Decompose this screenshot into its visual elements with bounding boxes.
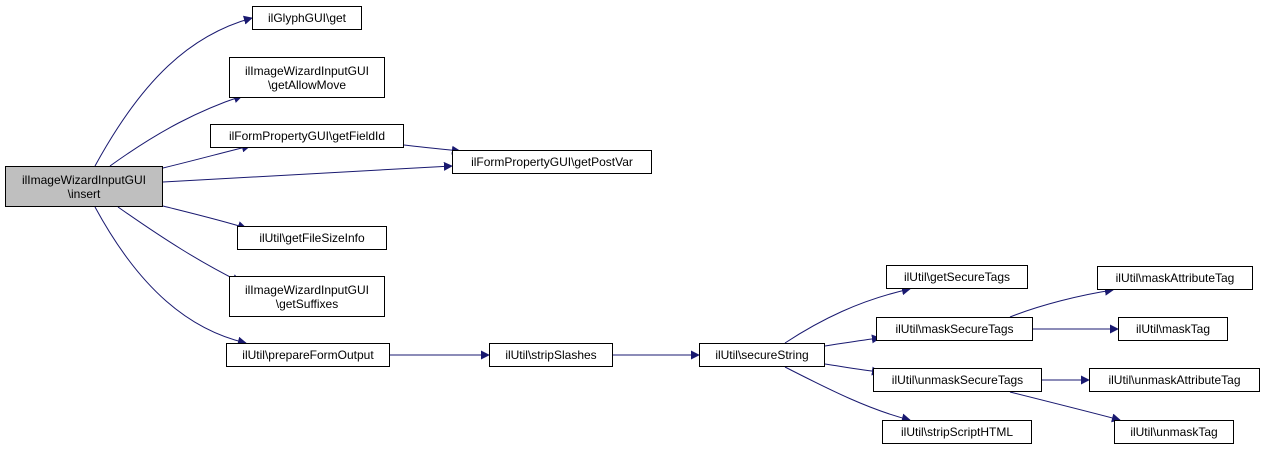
node-mask-tag[interactable]: ilUtil\maskTag bbox=[1118, 317, 1228, 341]
edge-secureString-to-stripScriptHTML bbox=[784, 366, 911, 423]
edge-insert-to-getSuffixes bbox=[117, 206, 241, 283]
node-unmask-attribute-tag[interactable]: ilUtil\unmaskAttributeTag bbox=[1089, 368, 1260, 392]
node-secure-string[interactable]: ilUtil\secureString bbox=[699, 343, 825, 367]
node-mask-attribute-tag[interactable]: ilUtil\maskAttributeTag bbox=[1097, 266, 1253, 290]
node-get-field-id[interactable]: ilFormPropertyGUI\getFieldId bbox=[210, 124, 404, 148]
node-unmask-secure-tags[interactable]: ilUtil\unmaskSecureTags bbox=[873, 368, 1042, 392]
edge-insert-to-getPostVar bbox=[162, 161, 453, 183]
edge-insert-to-getFieldId bbox=[162, 143, 251, 169]
edge-insert-to-getFileSizeInfo bbox=[162, 205, 247, 230]
node-unmask-tag[interactable]: ilUtil\unmaskTag bbox=[1114, 420, 1234, 444]
node-get-suffixes[interactable]: ilImageWizardInputGUI \getSuffixes bbox=[229, 276, 385, 317]
node-mask-secure-tags[interactable]: ilUtil\maskSecureTags bbox=[876, 317, 1033, 341]
edge-insert-to-getAllowMove bbox=[109, 94, 243, 167]
edge-secureString-to-getSecureTags bbox=[784, 286, 911, 344]
node-get-allow-move[interactable]: ilImageWizardInputGUI \getAllowMove bbox=[229, 57, 385, 98]
edge-insert-to-prepareFormOutput bbox=[94, 206, 247, 346]
edge-insert-to-glyph_get bbox=[94, 15, 253, 167]
node-prepare-form-output[interactable]: ilUtil\prepareFormOutput bbox=[226, 343, 390, 367]
node-glyph-get[interactable]: ilGlyphGUI\get bbox=[252, 6, 362, 30]
node-insert: ilImageWizardInputGUI \insert bbox=[5, 166, 163, 207]
node-get-post-var[interactable]: ilFormPropertyGUI\getPostVar bbox=[452, 150, 652, 174]
edge-secureString-to-unmaskSecureTags bbox=[824, 363, 881, 376]
edge-unmaskSecureTags-to-unmaskTag bbox=[1009, 391, 1121, 423]
edge-maskSecureTags-to-maskAttributeTag bbox=[1009, 286, 1114, 318]
node-get-secure-tags[interactable]: ilUtil\getSecureTags bbox=[886, 265, 1028, 289]
node-get-file-size-info[interactable]: ilUtil\getFileSizeInfo bbox=[237, 226, 387, 250]
edge-secureString-to-maskSecureTags bbox=[824, 334, 881, 347]
node-strip-slashes[interactable]: ilUtil\stripSlashes bbox=[489, 343, 613, 367]
node-strip-script-html[interactable]: ilUtil\stripScriptHTML bbox=[882, 420, 1032, 444]
